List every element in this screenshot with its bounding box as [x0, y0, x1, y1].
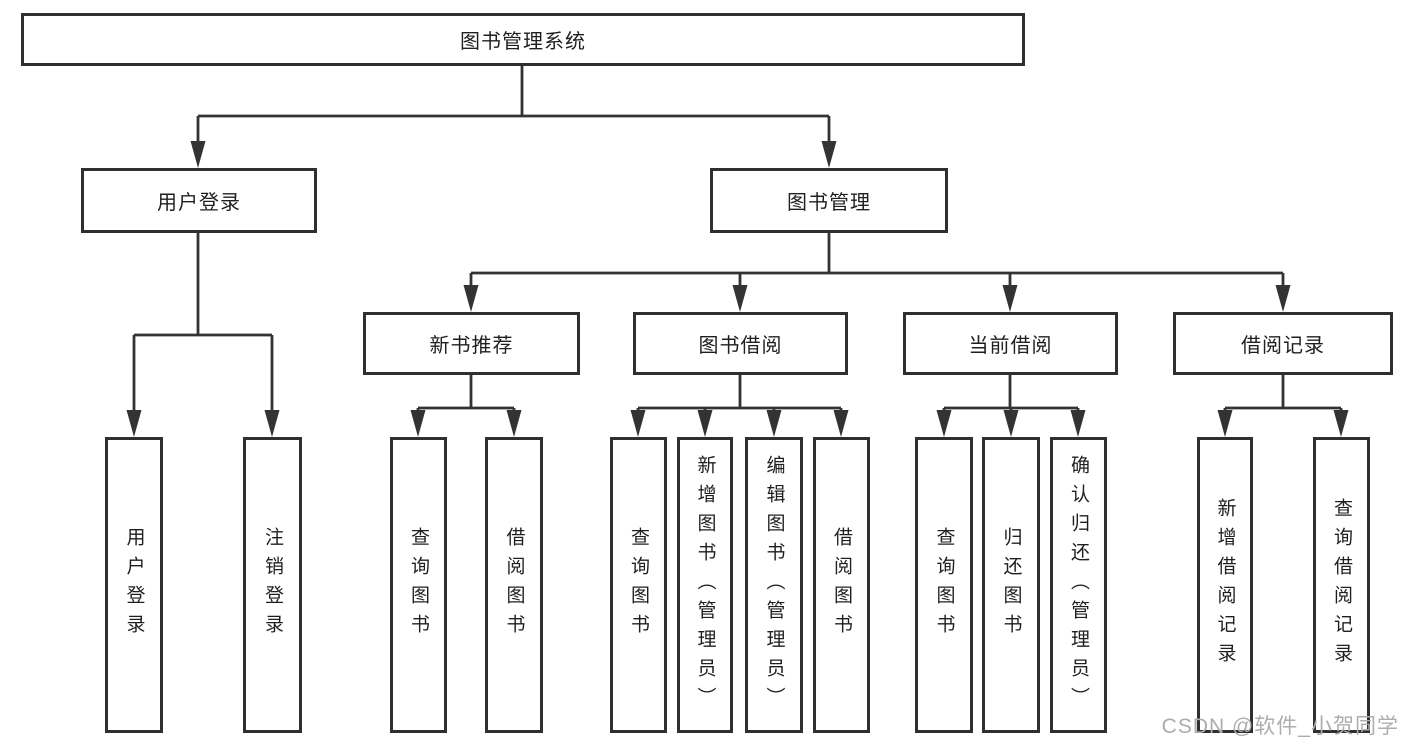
node-leaf-confirm-return-admin: 确认归还（管理员） [1050, 437, 1107, 733]
node-leaf-borrow-books: 借阅图书 [813, 437, 870, 733]
node-leaf-query-books-current: 查询图书 [915, 437, 973, 733]
csdn-watermark: CSDN @软件_小贺同学 [1161, 715, 1399, 738]
connector-root-to-level2 [190, 66, 837, 168]
node-leaf-return-books: 归还图书 [982, 437, 1040, 733]
connector-user-login-to-leaves [126, 233, 280, 437]
node-leaf-edit-books-admin: 编辑图书（管理员） [745, 437, 803, 733]
node-current-borrowing: 当前借阅 [903, 312, 1118, 375]
connector-book-borrow-to-leaves [630, 375, 849, 437]
node-user-login: 用户登录 [81, 168, 317, 233]
connector-new-book-rec-to-leaves [410, 375, 522, 437]
node-leaf-add-borrow-record: 新增借阅记录 [1197, 437, 1253, 733]
node-leaf-user-login: 用户登录 [105, 437, 163, 733]
node-book-management: 图书管理 [710, 168, 948, 233]
node-leaf-query-books-borrowing: 查询图书 [610, 437, 667, 733]
node-leaf-add-books-admin: 新增图书（管理员） [677, 437, 733, 733]
node-new-book-recommendation: 新书推荐 [363, 312, 580, 375]
node-leaf-query-books-recommend: 查询图书 [390, 437, 447, 733]
connector-borrow-record-to-leaves [1217, 375, 1349, 437]
node-leaf-borrow-books-recommend: 借阅图书 [485, 437, 543, 733]
node-leaf-logout: 注销登录 [243, 437, 302, 733]
node-book-borrowing: 图书借阅 [633, 312, 848, 375]
node-leaf-query-borrow-record: 查询借阅记录 [1313, 437, 1370, 733]
node-library-management-system: 图书管理系统 [21, 13, 1025, 66]
node-borrowing-records: 借阅记录 [1173, 312, 1393, 375]
connector-book-mgmt-to-level3 [463, 233, 1291, 312]
connector-current-borrow-to-leaves [936, 375, 1086, 437]
